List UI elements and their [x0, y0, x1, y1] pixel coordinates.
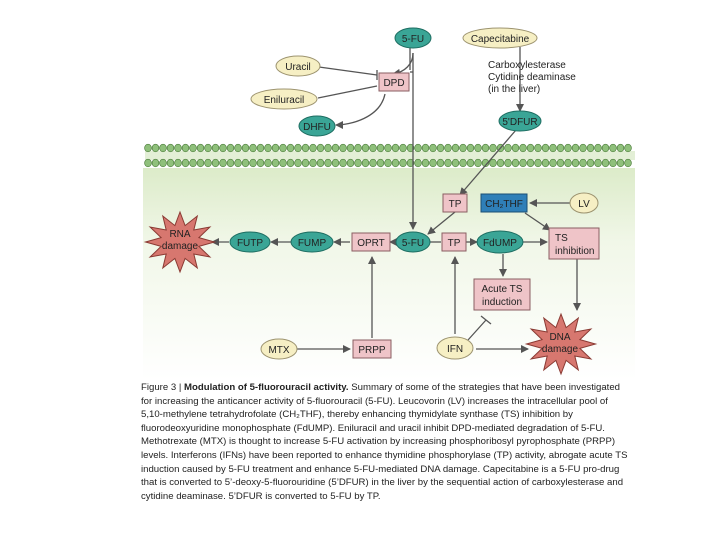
node-tp-upper-label: TP	[449, 199, 462, 210]
node-ifn: IFN	[436, 336, 474, 360]
node-dhfu-label: DHFU	[303, 122, 331, 133]
node-mtx: MTX	[260, 338, 298, 360]
node-uracil: Uracil	[275, 55, 321, 77]
node-ts-inhibition-label-2: inhibition	[555, 246, 594, 257]
node-5dfur: 5'DFUR	[498, 110, 542, 132]
node-fump-label: FUMP	[298, 238, 327, 249]
node-dna-damage-label-1: DNA	[549, 332, 570, 343]
node-mtx-label: MTX	[268, 345, 289, 356]
node-prpp: PRPP	[352, 339, 392, 359]
node-dpd-label: DPD	[383, 78, 404, 89]
enzyme-note-line-3: (in the liver)	[488, 84, 540, 95]
node-fdump: FdUMP	[476, 230, 524, 254]
node-rna-damage-label-2: damage	[162, 241, 199, 252]
node-lv: LV	[569, 192, 599, 214]
node-dna-damage: DNA damage	[524, 312, 598, 376]
node-ch2thf: CH₂THF	[480, 193, 528, 213]
enzyme-note-line-1: Carboxylesterase	[488, 60, 566, 71]
node-ts-inhibition-label-1: TS	[555, 233, 568, 244]
figure-caption: Figure 3 | Modulation of 5-fluorouracil …	[141, 381, 631, 503]
node-futp-label: FUTP	[237, 238, 263, 249]
node-capecitabine: Capecitabine	[462, 27, 538, 49]
node-tp-mid-label: TP	[448, 238, 461, 249]
node-ch2thf-label: CH₂THF	[485, 199, 523, 210]
node-prpp-label: PRPP	[358, 345, 386, 356]
node-fump: FUMP	[290, 231, 334, 253]
node-eniluracil: Eniluracil	[250, 88, 318, 110]
node-acute-ts-label-2: induction	[482, 297, 522, 308]
node-dhfu: DHFU	[298, 115, 336, 137]
node-eniluracil-label: Eniluracil	[264, 95, 305, 106]
node-5fu-mid-label: 5-FU	[402, 238, 424, 249]
node-oprt: OPRT	[351, 232, 391, 252]
node-5fu-mid: 5-FU	[395, 231, 431, 253]
node-ts-inhibition: TS inhibition	[548, 227, 600, 260]
node-5dfur-label: 5'DFUR	[502, 117, 537, 128]
node-tp-mid: TP	[441, 232, 467, 252]
node-dpd: DPD	[378, 72, 410, 92]
node-oprt-label: OPRT	[357, 238, 385, 249]
node-lv-label: LV	[578, 199, 590, 210]
node-5fu-top-label: 5-FU	[402, 34, 424, 45]
node-tp-upper: TP	[442, 193, 468, 213]
node-uracil-label: Uracil	[285, 62, 311, 73]
node-rna-damage: RNA damage	[143, 210, 217, 274]
node-rna-damage-label-1: RNA	[169, 229, 190, 240]
caption-title: Modulation of 5-fluorouracil activity.	[184, 382, 349, 393]
caption-body: Summary of some of the strategies that h…	[141, 382, 628, 502]
caption-prefix: Figure 3 |	[141, 382, 185, 393]
node-ifn-label: IFN	[447, 344, 463, 355]
node-capecitabine-label: Capecitabine	[471, 34, 530, 45]
node-5fu-top: 5-FU	[394, 27, 432, 49]
node-dna-damage-label-2: damage	[542, 344, 579, 355]
node-acute-ts-induction: Acute TS induction	[473, 278, 531, 311]
node-acute-ts-label-1: Acute TS	[482, 284, 523, 295]
cell-membrane	[144, 143, 635, 168]
enzyme-note-line-2: Cytidine deaminase	[488, 72, 576, 83]
node-futp: FUTP	[229, 231, 271, 253]
node-fdump-label: FdUMP	[483, 238, 517, 249]
liver-enzyme-note: Carboxylesterase Cytidine deaminase (in …	[488, 60, 576, 95]
pathway-diagram: 5-FU DHFU 5'DFUR FUTP FUMP 5-FU FdUMP Ca…	[143, 27, 635, 380]
